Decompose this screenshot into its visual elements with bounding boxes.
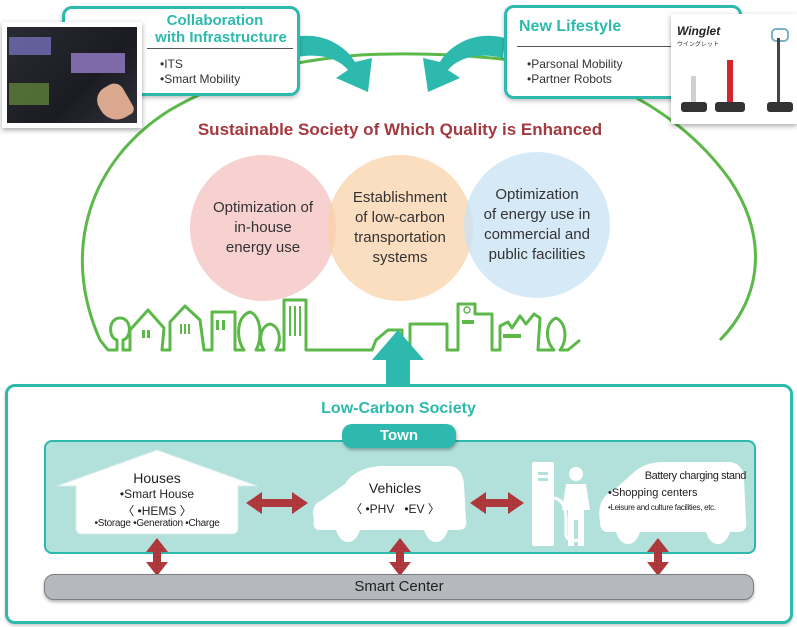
box-title-line2: with Infrastructure [155,29,287,46]
bullet-its: •ITS [160,57,183,71]
winglet-subtitle: ウイングレット [677,42,720,48]
circle-text-line: in-house [234,219,292,236]
box-title: New Lifestyle [519,18,622,35]
houses-hems: 〈 •HEMS 〉 [122,504,192,518]
winglet-blue-handle [771,28,789,42]
arrow-right-curved [423,35,505,92]
collaboration-infrastructure-box: Collaboration with Infrastructure •ITS •… [62,6,300,96]
winglet-blue-icon [777,38,780,104]
circle-commercial-facilities: Optimization of energy use in commercial… [464,152,610,298]
circle-text-line: Optimization of [212,199,314,216]
winglet-photo: Winglet ウイングレット [671,14,797,124]
town-tab: Town [342,424,456,448]
winglet-white-base [681,102,707,112]
bullet-partner-robots: •Partner Robots [527,72,612,86]
skyline-icon [98,298,581,352]
charging-car-shape-icon [599,462,747,544]
car-touchscreen-photo [2,22,142,128]
arrow-houses-vehicles [246,492,308,514]
skyline-windows [142,306,521,338]
person-icon [562,467,590,546]
circle-in-house-energy: Optimization of in-house energy use [190,155,336,301]
charging-leisure-culture: •Leisure and culture facilities, etc. [608,503,716,512]
circle-text-line: systems [372,249,428,266]
houses-title: Houses [133,470,181,486]
charging-shopping-centers: •Shopping centers [608,487,698,499]
screen-tile [71,53,125,73]
houses-storage-generation-charge: •Storage •Generation •Charge [94,518,220,529]
arrow-left-curved [290,35,372,92]
arrow-up [372,330,424,388]
bullet-smart-mobility: •Smart Mobility [160,72,241,86]
smart-center-bar: Smart Center [44,574,754,600]
arrow-vehicles-charging [470,492,524,514]
low-carbon-society-title: Low-Carbon Society [321,400,476,417]
title-divider [517,46,697,47]
winglet-red-base [715,102,745,112]
sustainable-society-heading: Sustainable Society of Which Quality is … [197,120,603,139]
title-divider [147,48,293,49]
vehicles-phv-ev: 〈 •PHV •EV 〉 [350,502,440,516]
winglet-brand: Winglet [677,24,721,38]
winglet-blue-base [767,102,793,112]
arrow-houses-smartcenter [146,538,168,576]
circle-text-line: of low-carbon [354,209,446,226]
circle-text-line: transportation [354,229,446,246]
winglet-red-icon [727,60,733,104]
bullet-personal-mobility: •Parsonal Mobility [527,57,623,71]
arrow-vehicles-smartcenter [389,538,411,576]
arrow-charging-smartcenter [647,538,669,576]
vehicles-title: Vehicles [368,480,422,496]
circle-text-line: public facilities [488,246,586,263]
screen-tile [9,83,49,105]
winglet-white-icon [691,76,696,104]
house-shape-icon [56,449,258,535]
circle-low-carbon-transport: Establishment of low-carbon transportati… [327,155,473,301]
screen-tile [9,37,51,55]
circle-text-line: energy use [225,239,301,256]
circle-text-line: of energy use in [483,206,591,223]
dome-outline [80,52,757,342]
circle-text-line: Optimization [495,186,579,203]
photo-dashboard [7,27,137,127]
charging-stand-title: Battery charging stand [644,470,747,482]
circle-text-line: commercial and [484,226,590,243]
box-title-line1: Collaboration [166,12,264,29]
vehicle-shape-icon [313,466,467,542]
houses-smart-house: •Smart House [119,487,195,501]
circle-text-line: Establishment [352,189,448,206]
